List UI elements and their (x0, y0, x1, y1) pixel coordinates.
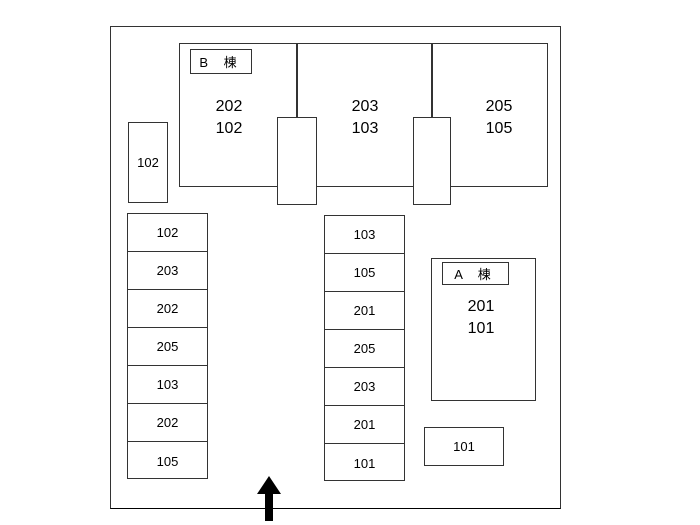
parking-slot: 203 (325, 368, 404, 406)
stair-block (413, 117, 451, 205)
building-a-label: A 棟 (442, 262, 509, 285)
building-b-label: B 棟 (190, 49, 252, 74)
parking-column-left: 102 203 202 205 103 202 105 (127, 213, 208, 479)
parking-column-middle: 103 105 201 205 203 201 101 (324, 215, 405, 481)
stair-block (277, 117, 317, 205)
parking-slot: 203 (128, 252, 207, 290)
entrance-arrow-icon (257, 476, 281, 521)
parking-slot: 105 (156, 453, 179, 469)
parking-slot: 103 (325, 216, 404, 254)
parking-slot: 201 (325, 406, 404, 444)
parking-slot: 202 (128, 290, 207, 328)
parking-slot: 205 (325, 330, 404, 368)
parking-slot: 201 (325, 292, 404, 330)
parking-slot: 102 (128, 122, 168, 203)
divider (296, 43, 298, 118)
parking-slot: 202 (128, 404, 207, 442)
parking-slot: 103 (128, 366, 207, 404)
parking-slot: 102 (128, 214, 207, 252)
parking-slot: 101 (353, 455, 376, 471)
divider (431, 43, 433, 118)
parking-slot: 205 (128, 328, 207, 366)
parking-slot: 101 (424, 427, 504, 466)
parking-slot: 105 (325, 254, 404, 292)
